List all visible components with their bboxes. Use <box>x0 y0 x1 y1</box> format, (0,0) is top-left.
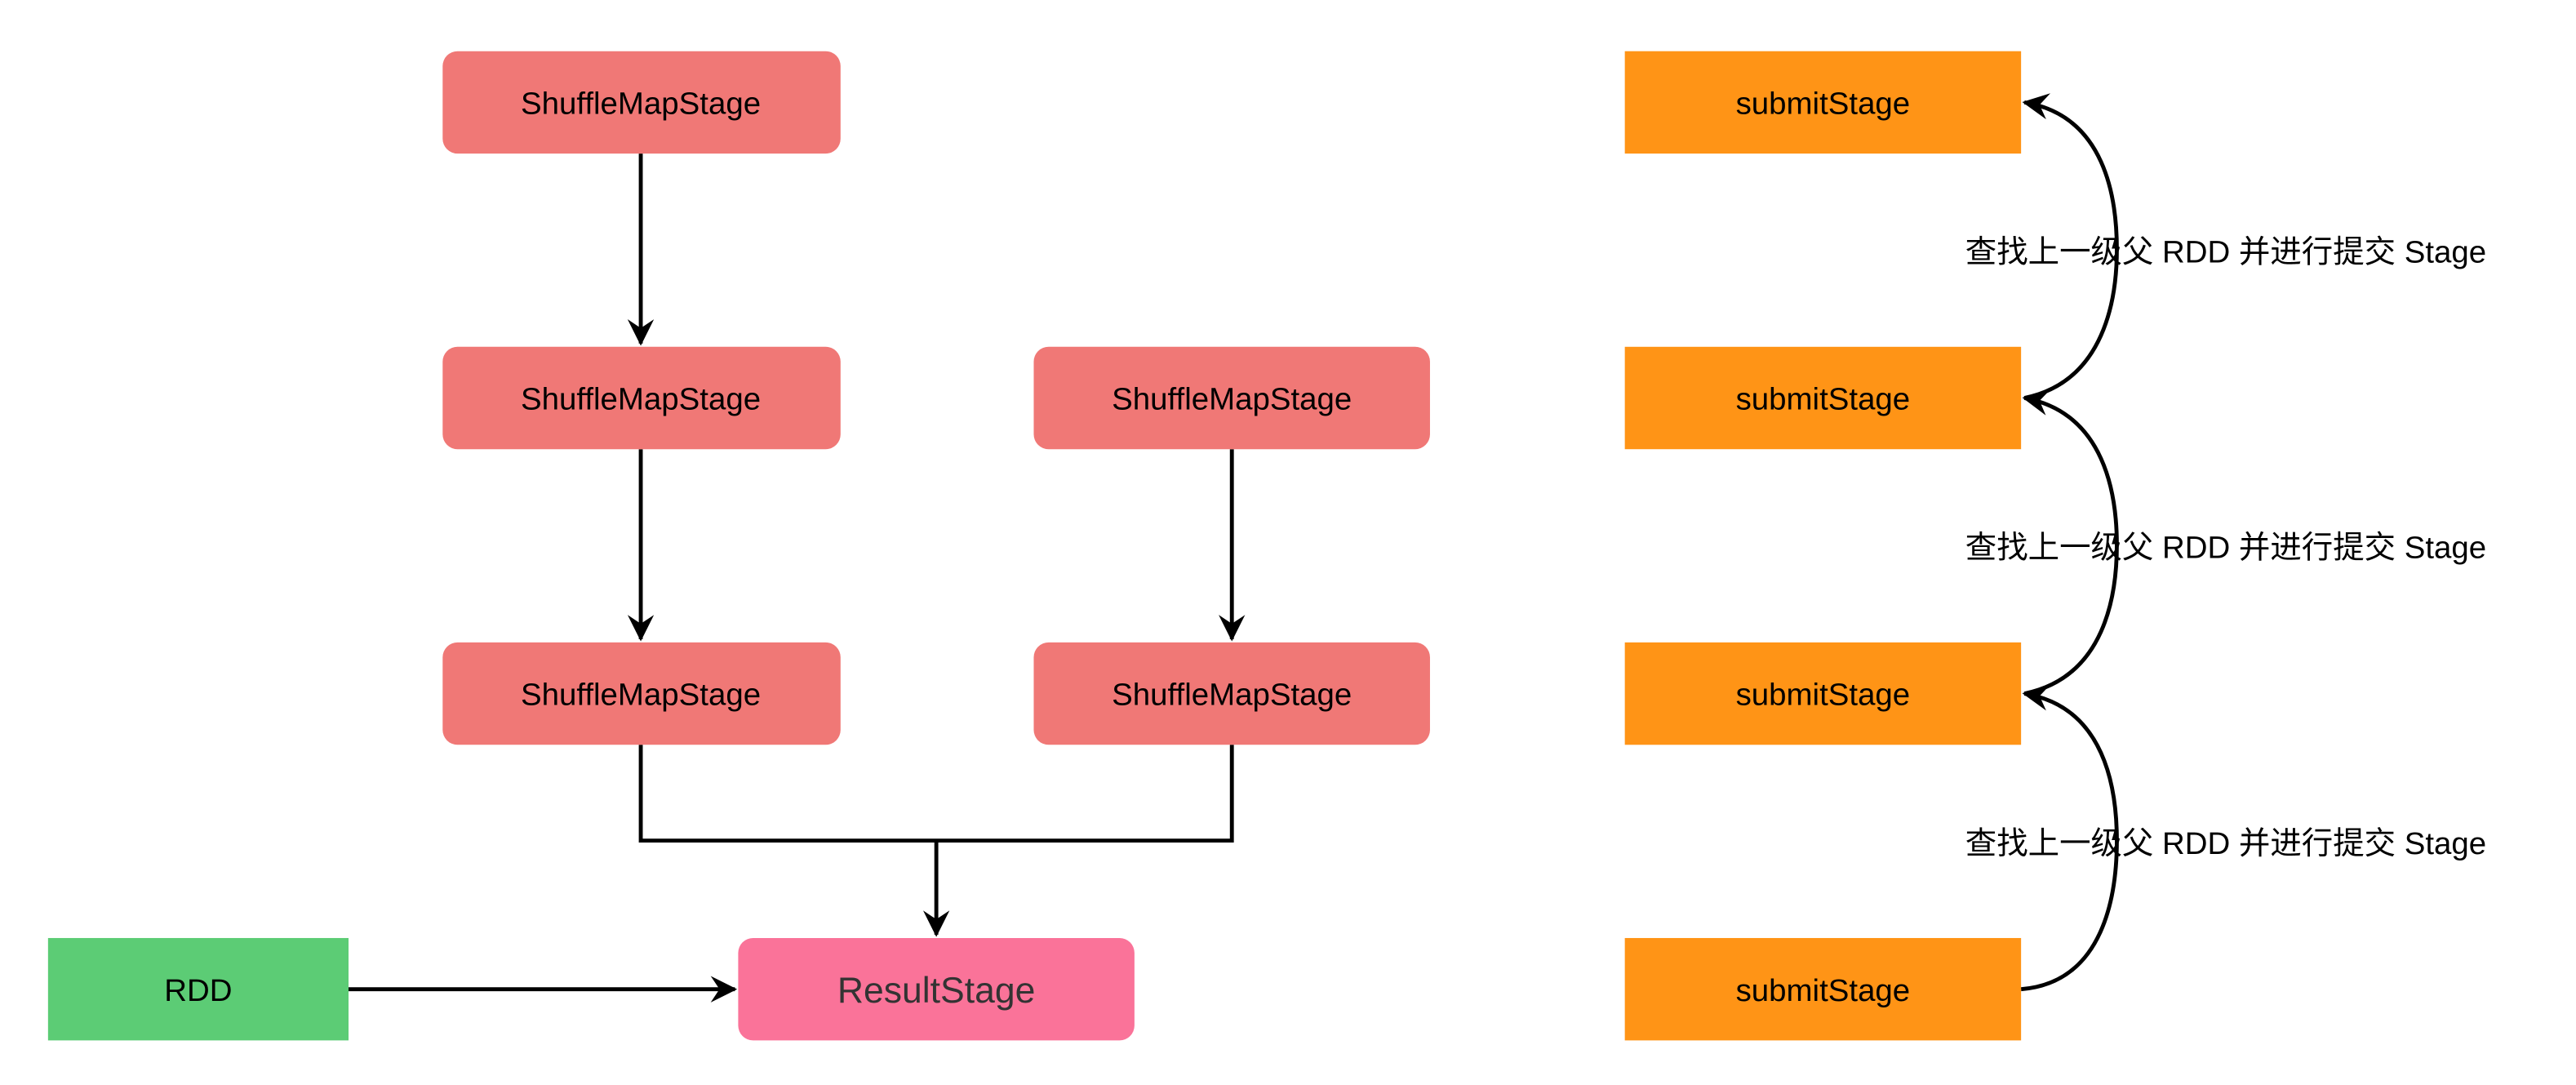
svg-text:ShuffleMapStage: ShuffleMapStage <box>521 87 761 122</box>
node-submit-stage-2[interactable]: submitStage <box>1624 346 2022 450</box>
svg-text:submitStage: submitStage <box>1736 973 1911 1008</box>
node-shuffle-map-stage-1[interactable]: ShuffleMapStage <box>442 51 841 154</box>
node-shuffle-map-stage-3[interactable]: ShuffleMapStage <box>442 642 841 745</box>
edge-label: 查找上一级父 RDD 并进行提交 Stage <box>1965 531 2486 566</box>
svg-text:查找上一级父 RDD 并进行提交 Stage: 查找上一级父 RDD 并进行提交 Stage <box>1965 531 2486 566</box>
svg-text:ResultStage: ResultStage <box>837 971 1035 1011</box>
svg-text:submitStage: submitStage <box>1736 87 1911 122</box>
node-submit-stage-4[interactable]: submitStage <box>1624 937 2022 1041</box>
edge-smap3-merge <box>638 745 1234 843</box>
svg-text:ShuffleMapStage: ShuffleMapStage <box>1112 382 1352 417</box>
svg-text:RDD: RDD <box>164 973 232 1008</box>
node-submit-stage-1[interactable]: submitStage <box>1624 51 2022 154</box>
edge-label: 查找上一级父 RDD 并进行提交 Stage <box>1965 235 2486 270</box>
edge-submit2-submit1 <box>2022 93 2119 400</box>
node-rdd[interactable]: RDD <box>47 937 349 1041</box>
svg-text:查找上一级父 RDD 并进行提交 Stage: 查找上一级父 RDD 并进行提交 Stage <box>1965 235 2486 270</box>
edge-submit4-submit3 <box>2020 684 2119 992</box>
node-result-stage[interactable]: ResultStage <box>738 937 1135 1041</box>
node-shuffle-map-stage-5[interactable]: ShuffleMapStage <box>1033 642 1430 745</box>
node-shuffle-map-stage-4[interactable]: ShuffleMapStage <box>1033 346 1430 450</box>
svg-text:ShuffleMapStage: ShuffleMapStage <box>521 678 761 713</box>
node-submit-stage-3[interactable]: submitStage <box>1624 642 2022 745</box>
svg-text:submitStage: submitStage <box>1736 382 1911 417</box>
svg-text:ShuffleMapStage: ShuffleMapStage <box>1112 678 1352 713</box>
svg-text:查找上一级父 RDD 并进行提交 Stage: 查找上一级父 RDD 并进行提交 Stage <box>1965 826 2486 861</box>
svg-text:ShuffleMapStage: ShuffleMapStage <box>521 382 761 417</box>
edge-submit3-submit2 <box>2022 389 2119 696</box>
svg-text:submitStage: submitStage <box>1736 678 1911 713</box>
edge-label: 查找上一级父 RDD 并进行提交 Stage <box>1965 826 2486 861</box>
node-shuffle-map-stage-2[interactable]: ShuffleMapStage <box>442 346 841 450</box>
